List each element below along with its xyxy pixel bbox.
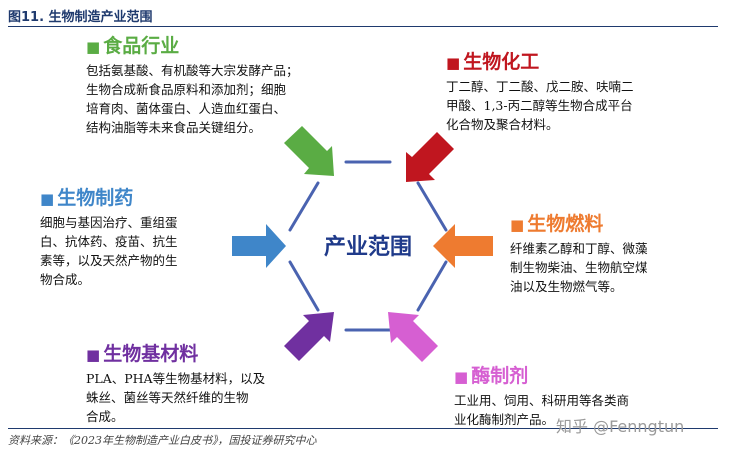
arrow-drug bbox=[232, 224, 286, 268]
desc-line: 业化酶制剂产品。 bbox=[454, 412, 555, 427]
arrow-fuel bbox=[433, 224, 493, 268]
square-bullet-icon: ■ bbox=[40, 190, 55, 208]
category-food: ■食品行业 包括氨基酸、有机酸等大宗发酵产品； 生物合成新食品原料和添加剂；细胞… bbox=[86, 34, 336, 137]
category-material: ■生物基材料 PLA、PHA等生物基材料，以及 蛛丝、菌丝等天然纤维的生物 合成… bbox=[86, 342, 311, 426]
category-drug-title: ■生物制药 bbox=[40, 187, 134, 209]
desc-line: 化合物及聚合材料。 bbox=[446, 117, 559, 132]
title-rule bbox=[8, 26, 718, 27]
desc-line: 油以及生物燃气等。 bbox=[510, 279, 623, 294]
square-bullet-icon: ■ bbox=[86, 346, 101, 364]
source-note: 资料来源：《2023年生物制造产业白皮书》，国投证券研究中心 bbox=[8, 434, 317, 447]
category-drug-desc: 细胞与基因治疗、重组蛋 白、抗体药、疫苗、抗生 素等，以及天然产物的生 物合成。 bbox=[40, 213, 238, 289]
desc-line: 纤维素乙醇和丁醇、微藻 bbox=[510, 241, 648, 256]
category-material-desc: PLA、PHA等生物基材料，以及 蛛丝、菌丝等天然纤维的生物 合成。 bbox=[86, 369, 311, 426]
category-chem-title: ■生物化工 bbox=[446, 51, 540, 73]
desc-line: 制生物柴油、生物航空煤 bbox=[510, 260, 648, 275]
arrow-chem bbox=[406, 132, 454, 182]
source-rule bbox=[8, 428, 718, 429]
category-material-title: ■生物基材料 bbox=[86, 343, 199, 365]
category-enzyme: ■酶制剂 工业用、饲用、科研用等各类商 业化酶制剂产品。 bbox=[454, 364, 690, 429]
square-bullet-icon: ■ bbox=[510, 216, 525, 234]
watermark: 知乎 @Fenngtun bbox=[556, 417, 685, 436]
hexagon-ring bbox=[288, 160, 448, 332]
square-bullet-icon: ■ bbox=[454, 368, 469, 386]
desc-line: 生物合成新食品原料和添加剂；细胞 bbox=[86, 82, 287, 97]
category-fuel-desc: 纤维素乙醇和丁醇、微藻 制生物柴油、生物航空煤 油以及生物燃气等。 bbox=[510, 239, 710, 296]
category-enzyme-desc: 工业用、饲用、科研用等各类商 业化酶制剂产品。 bbox=[454, 391, 690, 429]
hex-edge-top-left bbox=[288, 181, 320, 232]
hex-edge-bottom-right bbox=[416, 260, 448, 312]
arrow-mat bbox=[284, 312, 334, 361]
desc-line: 包括氨基酸、有机酸等大宗发酵产品； bbox=[86, 63, 299, 78]
category-chem: ■生物化工 丁二醇、丁二酸、戊二胺、呋喃二 甲酸、1,3-丙二醇等生物合成平台 … bbox=[446, 50, 691, 134]
category-chem-desc: 丁二醇、丁二酸、戊二胺、呋喃二 甲酸、1,3-丙二醇等生物合成平台 化合物及聚合… bbox=[446, 77, 691, 134]
desc-line: 合成。 bbox=[86, 409, 124, 424]
desc-line: 细胞与基因治疗、重组蛋 bbox=[40, 215, 178, 230]
desc-line: 结构油脂等未来食品关键组分。 bbox=[86, 120, 262, 135]
desc-line: PLA、PHA等生物基材料，以及 bbox=[86, 371, 266, 386]
square-bullet-icon: ■ bbox=[446, 54, 461, 72]
desc-line: 物合成。 bbox=[40, 272, 91, 287]
category-fuel-title: ■生物燃料 bbox=[510, 213, 604, 235]
category-fuel: ■生物燃料 纤维素乙醇和丁醇、微藻 制生物柴油、生物航空煤 油以及生物燃气等。 bbox=[510, 212, 710, 296]
desc-line: 白、抗体药、疫苗、抗生 bbox=[40, 234, 178, 249]
desc-line: 素等，以及天然产物的生 bbox=[40, 253, 178, 268]
desc-line: 丁二醇、丁二酸、戊二胺、呋喃二 bbox=[446, 79, 634, 94]
desc-line: 蛛丝、菌丝等天然纤维的生物 bbox=[86, 390, 249, 405]
desc-line: 工业用、饲用、科研用等各类商 bbox=[454, 393, 630, 408]
desc-line: 甲酸、1,3-丙二醇等生物合成平台 bbox=[446, 98, 633, 113]
category-drug: ■生物制药 细胞与基因治疗、重组蛋 白、抗体药、疫苗、抗生 素等，以及天然产物的… bbox=[40, 186, 238, 289]
square-bullet-icon: ■ bbox=[86, 38, 101, 56]
category-enzyme-title: ■酶制剂 bbox=[454, 365, 529, 387]
hex-edge-top-right bbox=[416, 181, 448, 232]
arrow-food bbox=[284, 126, 334, 176]
center-label: 产业范围 bbox=[324, 234, 412, 260]
hex-edge-bottom-left bbox=[288, 260, 320, 312]
arrow-enz bbox=[388, 312, 438, 362]
desc-line: 培育肉、菌体蛋白、人造血红蛋白、 bbox=[86, 101, 287, 116]
category-food-desc: 包括氨基酸、有机酸等大宗发酵产品； 生物合成新食品原料和添加剂；细胞 培育肉、菌… bbox=[86, 61, 336, 137]
figure-title: 图11. 生物制造产业范围 bbox=[8, 10, 153, 25]
category-food-title: ■食品行业 bbox=[86, 35, 180, 57]
